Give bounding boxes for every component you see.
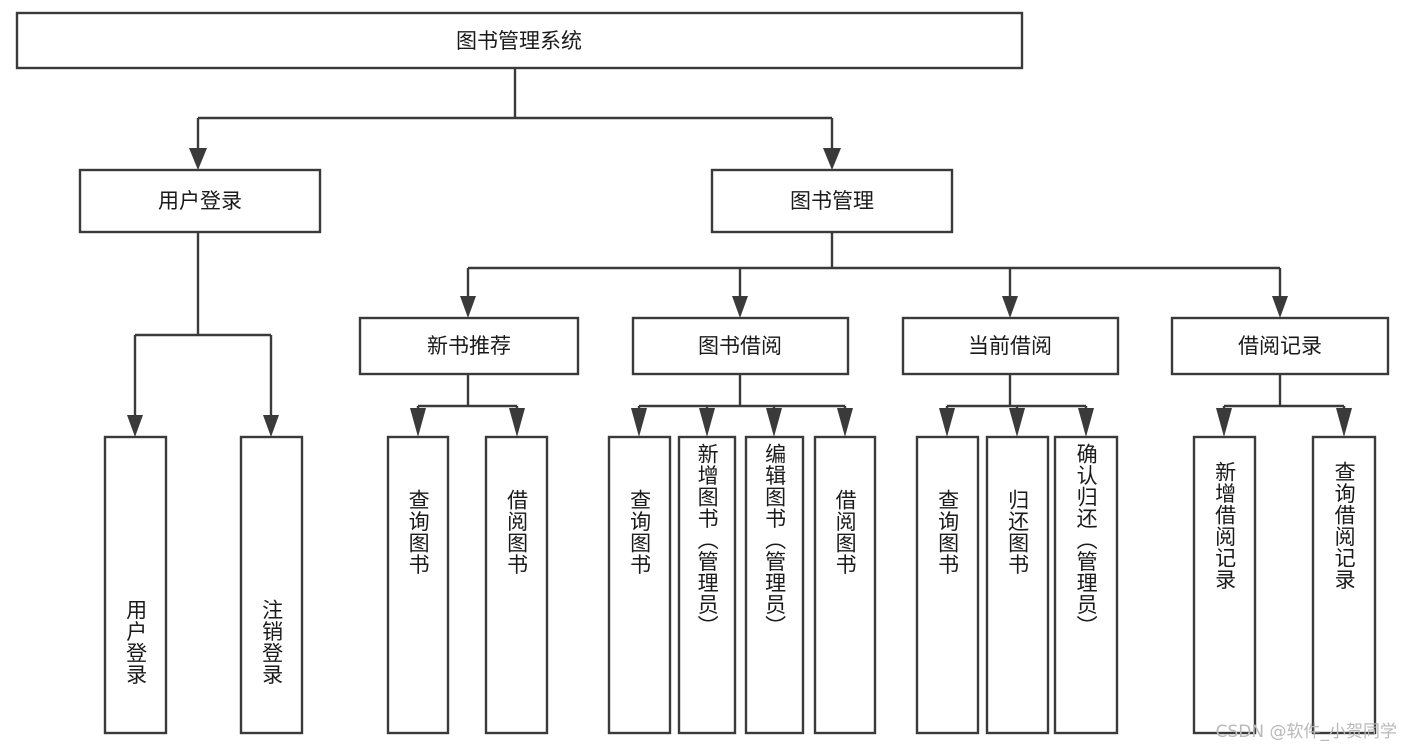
arrow-head-leaf13: [1336, 408, 1352, 437]
node-leaf4-box[interactable]: [484, 435, 549, 735]
node-leaf11-box[interactable]: [1053, 435, 1119, 735]
node-leaf1-box[interactable]: [103, 435, 168, 735]
arrow-head-leaf5: [631, 408, 647, 437]
node-login-box[interactable]: [78, 168, 322, 234]
node-leaf3-box[interactable]: [386, 435, 450, 735]
node-current[interactable]: 当前借阅: [901, 316, 1120, 376]
node-leaf10-box[interactable]: [985, 435, 1050, 735]
node-leaf13-box[interactable]: [1311, 435, 1377, 735]
node-leaf8-box[interactable]: [813, 435, 877, 735]
arrow-head-leaf1: [127, 415, 143, 437]
arrow-head-records: [1272, 296, 1288, 318]
node-login-label: 用户登录: [158, 189, 242, 213]
node-records-label: 借阅记录: [1238, 334, 1322, 358]
node-login[interactable]: 用户登录: [78, 168, 322, 234]
arrow-head-bookmgmt: [823, 148, 841, 170]
arrow-head-current: [1002, 296, 1018, 318]
node-leaf9-box[interactable]: [915, 435, 980, 735]
node-newbook-box[interactable]: [358, 316, 580, 376]
node-leaf6-box[interactable]: [677, 435, 737, 735]
node-bookmgmt-box[interactable]: [710, 168, 954, 234]
node-borrow[interactable]: 图书借阅: [631, 316, 850, 376]
arrow-head-leaf6: [699, 408, 715, 437]
arrow-head-leaf9: [939, 408, 955, 437]
node-bookmgmt[interactable]: 图书管理: [710, 168, 954, 234]
node-newbook[interactable]: 新书推荐: [358, 316, 580, 376]
node-borrow-box[interactable]: [631, 316, 850, 376]
arrow-head-leaf4: [509, 408, 525, 437]
arrow-head-leaf3: [410, 408, 426, 437]
node-records-box[interactable]: [1170, 316, 1390, 376]
node-leaf7-box[interactable]: [744, 435, 805, 735]
node-leaf5-box[interactable]: [607, 435, 672, 735]
arrow-head-leaf11: [1078, 408, 1094, 437]
arrow-head-login: [189, 148, 207, 170]
arrow-head-leaf7: [766, 408, 782, 437]
node-root-box[interactable]: [15, 11, 1024, 70]
arrow-head-leaf2: [263, 415, 279, 437]
node-leaf12-box[interactable]: [1192, 435, 1257, 735]
csdn-watermark: CSDN @软件_小贺同学: [1215, 722, 1397, 742]
node-current-label: 当前借阅: [968, 334, 1052, 358]
node-current-box[interactable]: [901, 316, 1120, 376]
arrow-head-leaf12: [1216, 408, 1232, 437]
arrow-head-borrow: [732, 296, 748, 318]
arrow-head-leaf10: [1009, 408, 1025, 437]
node-borrow-label: 图书借阅: [698, 334, 782, 358]
arrow-head-leaf8: [837, 408, 853, 437]
node-leaf2-box[interactable]: [239, 435, 304, 735]
node-newbook-label: 新书推荐: [427, 334, 511, 358]
arrow-head-newbook: [460, 296, 476, 318]
node-bookmgmt-label: 图书管理: [790, 189, 874, 213]
node-records[interactable]: 借阅记录: [1170, 316, 1390, 376]
leaf-box-group: [103, 435, 1377, 735]
node-root-label: 图书管理系统: [456, 29, 582, 53]
node-root[interactable]: 图书管理系统: [15, 11, 1024, 70]
connector-group: [127, 68, 1352, 437]
